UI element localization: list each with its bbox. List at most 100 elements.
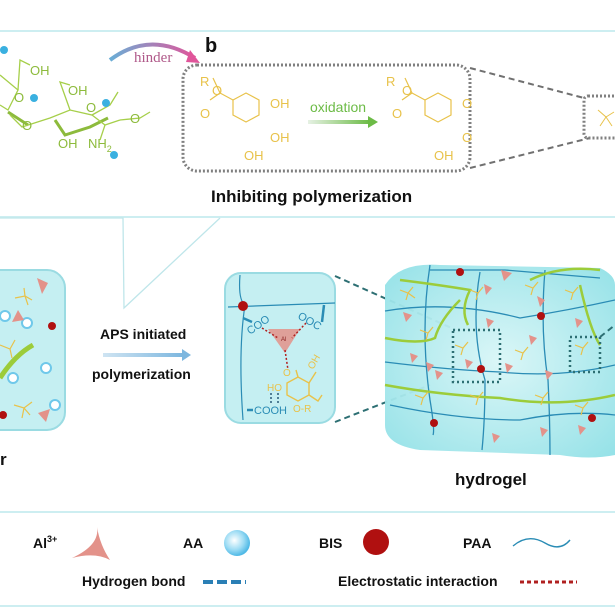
polymerization-label: polymerization [92,366,191,382]
chitosan-o-1: O [14,90,24,105]
legend-label-bis: BIS [319,535,342,551]
cooh-label: COOH [254,405,287,417]
bis-dot [477,365,485,373]
al-ion [410,353,418,363]
zoom-connector-bottom [469,137,591,169]
gallate-o-1: O [212,83,222,98]
al-ion [575,318,583,328]
gallate-o-bound: O [283,368,291,379]
legend-paa-wave-icon [512,538,571,548]
aps-initiated-label: APS initiated [100,326,186,342]
al-ion [426,362,434,372]
al-ion [484,284,492,295]
al-center-label: Al [281,337,286,343]
al-ion [403,312,412,322]
aa-sphere [21,317,33,329]
legend-bottom-separator [0,605,615,607]
bis-dot [537,312,545,320]
bis-dot [456,268,464,276]
bracket [242,316,253,324]
al-ion-center [268,329,300,353]
hydrogel-zoom-box-2 [568,335,602,374]
electrostatic-bond [284,349,289,371]
quinone-o-2: O [392,106,402,121]
legend-label-electrostatic: Electrostatic interaction [338,573,498,589]
gallate-or-bound: O-R [293,404,311,415]
quinone-r: R [386,74,395,89]
al-ion [465,359,473,369]
aps-arrowhead [182,349,191,361]
electrostatic-bonds [261,322,307,371]
gallate-bound [286,369,323,402]
legend: Al3+ AA BIS PAA Hydrogen bond Electrosta… [33,527,577,589]
al-ion [37,278,48,294]
al-ion [492,433,500,443]
al-ion [537,296,545,307]
al-ion [545,370,553,380]
al-ion [540,427,548,437]
small-gallate-cluster [597,109,615,127]
oxidation-label: oxidation [310,99,366,115]
al-ion [486,318,494,328]
gallate-oh-2: OH [270,130,290,145]
oxidation-arrow [308,120,370,124]
al-ion [505,363,513,373]
quinone-oh: OH [434,148,454,163]
precursor-al-ions [12,278,50,422]
hydrogel-zoom-box-1 [451,328,502,384]
precursor-aa-spheres [0,310,61,411]
hinder-arrow [108,42,197,62]
quinone-o-3: O [462,96,472,111]
bis-dot [48,322,56,330]
hydrogel-label: hydrogel [455,470,527,489]
aa-sphere [7,372,19,384]
quinone-o-1: O [402,83,412,98]
precursor-bis-dots [0,322,56,419]
gallate-structure [209,77,260,123]
al-ion [529,335,537,345]
zoom-connector-top [469,67,585,99]
hydrogel-green-chains [384,267,615,404]
chitosan-oh-3: OH [58,136,78,151]
aa-sphere [49,399,61,411]
electrostatic-bond [261,327,279,339]
hydrogel-al-ions [403,270,586,443]
bracket [320,304,326,323]
al-ion [12,310,24,322]
top-separator [0,30,615,32]
legend-al-ion-icon [72,527,110,560]
h-marker [110,151,118,159]
chitosan-oh-1: OH [30,63,50,78]
oxidation-box [181,63,472,173]
inhibiting-title: Inhibiting polymerization [211,187,412,206]
chitosan-structure [0,58,151,141]
chitosan-h-markers [0,46,118,159]
detail-box [224,272,336,424]
oxidation-arrowhead [368,116,378,128]
chitosan-nh2: NH2 [88,136,112,154]
h-marker [0,46,8,54]
green-chain-precursor [0,342,35,380]
small-zoom-box [582,94,615,140]
gallate-r: R [200,74,209,89]
gallate-o-2: O [200,106,210,121]
bis-dot [430,419,438,427]
aps-arrow [103,353,183,357]
quinone-o-4: O [462,130,472,145]
callout-line [0,217,221,310]
hydrogen-bonds [270,393,279,404]
hinder-label: hinder [134,50,172,66]
legend-bis-dot-icon [363,529,389,555]
precursor-gallate-clusters [0,287,33,419]
precursor-box [0,269,66,431]
gallate-oh-3: OH [244,148,264,163]
legend-top-separator [0,511,615,513]
quinone-structure [401,77,452,123]
mid-separator [0,216,615,218]
h-marker [102,99,110,107]
aa-sphere [0,310,11,322]
aa-sphere [40,362,52,374]
al-ion [501,270,512,281]
chitosan-oh-2: OH [68,83,88,98]
legend-label-al: Al3+ [33,534,57,551]
